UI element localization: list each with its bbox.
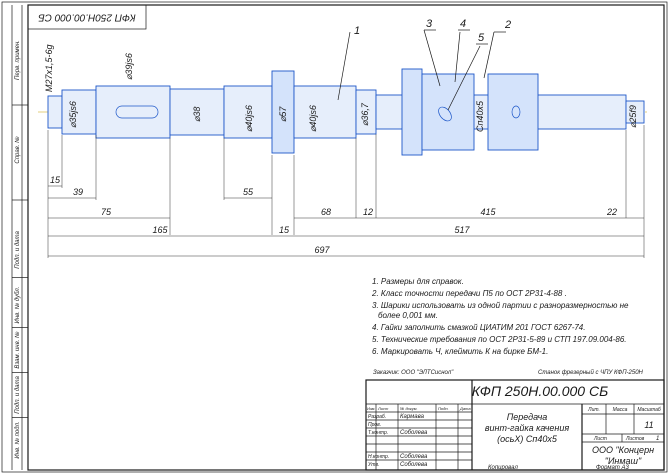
technical-notes: 1. Размеры для справок. 2. Класс точност… xyxy=(371,277,629,356)
role-label: Н.контр. xyxy=(368,454,389,460)
role-label: Т.контр. xyxy=(368,430,388,436)
diameter-label: ⌀39js6 xyxy=(124,53,134,80)
shaft xyxy=(47,68,645,156)
header-cell: Изм. xyxy=(367,406,376,411)
title-block: Заказчик: ООО "ЭЛТСиснол" Станок фрезерн… xyxy=(365,369,665,471)
shaft-end xyxy=(625,100,645,124)
top-code: КФП 250Н.00.000 СБ xyxy=(38,11,136,22)
role-name: Кармава xyxy=(400,414,425,420)
side-label: Взам. инв. № xyxy=(14,331,21,369)
balloons: 1 2 3 4 5 xyxy=(337,18,511,111)
nut-body xyxy=(487,73,539,151)
sheet-label: Лист xyxy=(593,436,607,442)
header-cell: Лист xyxy=(377,406,389,411)
note-line: 4. Гайки заполнить смазкой ЦИАТИМ 201 ГО… xyxy=(372,323,585,332)
diameter-label: ⌀36,7 xyxy=(360,102,370,126)
dim-value: 68 xyxy=(321,207,331,217)
scale-value: 11 xyxy=(644,420,653,430)
format-label: Формат А3 xyxy=(596,465,629,471)
keyway xyxy=(115,105,159,119)
side-label: Инв. № дубл. xyxy=(14,287,21,324)
role-label: Утв. xyxy=(368,462,379,468)
balloon-3: 3 xyxy=(426,18,433,30)
document-code: КФП 250Н.00.000 СБ xyxy=(472,383,608,399)
dimension-lines xyxy=(47,125,645,258)
thread-label: M27x1,5-6g xyxy=(44,44,54,92)
header-cell: Дата xyxy=(459,406,471,411)
sheets-count: 1 xyxy=(656,436,659,442)
nut-flange xyxy=(401,68,423,156)
dim-value: 15 xyxy=(50,175,61,185)
diameter-label: ⌀25f9 xyxy=(628,105,638,128)
note-line: 2. Класс точности передачи П5 по ОСТ 2Р3… xyxy=(371,289,567,298)
role-name: Соболева xyxy=(400,462,428,468)
dim-value: 39 xyxy=(73,187,83,197)
diameter-label: ⌀38 xyxy=(192,107,202,122)
note-line: 1. Размеры для справок. xyxy=(372,277,464,286)
note-line: 6. Маркировать Ч, клеймить К на бирке БМ… xyxy=(372,347,548,356)
dim-value: 22 xyxy=(606,207,617,217)
header-cell: Подп. xyxy=(438,406,449,411)
role-label: Разраб. xyxy=(368,414,386,420)
sheets-label: Листов xyxy=(625,436,645,442)
organization: "Инмаш" xyxy=(605,456,642,466)
dimension-values: 15 39 55 75 165 68 12 415 22 15 517 697 xyxy=(50,175,617,255)
dim-value: 75 xyxy=(101,207,112,217)
top-code-box xyxy=(27,4,147,30)
part-title: (осьХ) Сп40х5 xyxy=(497,434,558,444)
role-label: Пров. xyxy=(368,422,381,428)
dim-value: 415 xyxy=(480,207,496,217)
balloon-5: 5 xyxy=(478,32,485,44)
diameter-labels: M27x1,5-6g ⌀35js6 ⌀39js6 ⌀38 ⌀40js6 ⌀57 … xyxy=(44,44,638,132)
diameter-label: ⌀35js6 xyxy=(68,101,78,128)
dim-value: 517 xyxy=(454,225,470,235)
lit-label: Лит. xyxy=(587,407,600,413)
bearing-journal xyxy=(61,89,97,135)
thread-end xyxy=(47,95,63,129)
machine-note: Станок фрезерный с ЧПУ КФП-250Н xyxy=(538,369,644,376)
balloon-1: 1 xyxy=(354,25,360,37)
side-label: Инв. № подл. xyxy=(14,421,21,458)
diameter-label: ⌀40js6 xyxy=(308,105,318,132)
side-label: Подп. и дата xyxy=(15,376,21,414)
balloon-4: 4 xyxy=(460,18,466,30)
copied-label: Копировал xyxy=(488,465,518,471)
dim-value: 12 xyxy=(363,207,373,217)
mass-label: Масса xyxy=(613,407,628,413)
role-name: Соболева xyxy=(400,454,428,460)
side-label: Справ. № xyxy=(14,136,21,164)
side-label: Перв. примен. xyxy=(15,40,21,80)
part-title: Передача xyxy=(507,412,547,422)
diameter-label: ⌀40js6 xyxy=(244,105,254,132)
part-title: винт-гайка качения xyxy=(485,423,570,433)
side-label: Подп. и дата xyxy=(15,231,21,269)
note-line: более 0,001 мм. xyxy=(378,311,438,320)
organization: ООО "Концерн xyxy=(592,445,654,455)
dim-value: 15 xyxy=(279,225,290,235)
shaft-step xyxy=(293,85,357,139)
balloon-2: 2 xyxy=(504,19,511,31)
note-line: 3. Шарики использовать из одной партии с… xyxy=(372,301,629,310)
role-name: Соболева xyxy=(400,430,428,436)
keyed-section xyxy=(95,85,171,139)
note-line: 5. Технические требования по ОСТ 2Р31-5-… xyxy=(372,335,627,344)
dim-value: 55 xyxy=(243,187,254,197)
customer-note: Заказчик: ООО "ЭЛТСиснол" xyxy=(373,370,454,376)
diameter-label: ⌀57 xyxy=(278,106,288,122)
nut-body xyxy=(421,73,475,151)
oil-hole xyxy=(438,106,452,122)
oil-hole xyxy=(511,105,521,119)
dim-value: 165 xyxy=(152,225,168,235)
thread-spec-label: Сп40х5 xyxy=(475,100,485,132)
scale-label: Масштаб xyxy=(637,407,661,413)
drawing-frame xyxy=(27,4,665,471)
header-cell: № докум. xyxy=(400,406,418,411)
dim-value: 697 xyxy=(314,245,330,255)
